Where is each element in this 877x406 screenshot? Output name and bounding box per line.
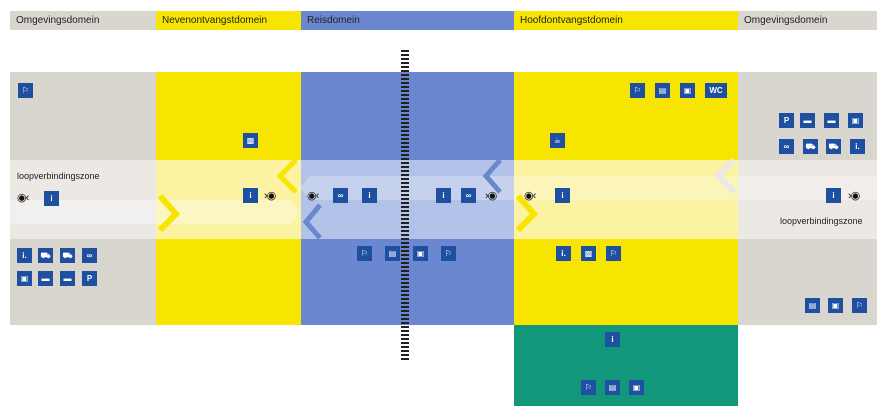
staff-info-icon: ⚐ — [630, 83, 645, 98]
info-desk-icon: i — [243, 188, 258, 203]
corridor-right — [738, 160, 877, 239]
toilet-icon: WC — [705, 83, 727, 98]
tram-icon: ▬ — [824, 113, 839, 128]
ticket-counter-icon: ⚐ — [606, 246, 621, 261]
band-main-entry-extension — [514, 325, 738, 406]
bicycle-icon: ∞ — [779, 139, 794, 154]
corridor-main — [514, 160, 738, 239]
chevron-travel-bottom — [302, 203, 322, 240]
luggage-icon: ▣ — [828, 298, 843, 313]
luggage-icon: ▣ — [680, 83, 695, 98]
sight-icon: ◉‹ — [17, 192, 29, 204]
arrow-left-flow — [300, 176, 877, 200]
staff-info-icon: ⚐ — [852, 298, 867, 313]
chevron-right — [713, 157, 737, 195]
info-desk-icon: i — [44, 191, 59, 206]
arrow-right-flow — [10, 200, 300, 224]
accessibility-icon: ∞ — [461, 188, 476, 203]
bus-icon: ▬ — [800, 113, 815, 128]
header-travel: Reisdomein — [301, 11, 514, 30]
sight-icon: ◉‹ — [524, 190, 536, 202]
info-icon: i. — [850, 139, 865, 154]
sight-icon: ›◉ — [848, 190, 860, 202]
info-desk-icon: i — [362, 188, 377, 203]
car-icon: ⛟ — [60, 248, 75, 263]
zone-label-left: loopverbindingszone — [17, 171, 100, 181]
luggage-icon: ▣ — [413, 246, 428, 261]
info-desk-icon: i — [436, 188, 451, 203]
shop-icon: ▤ — [655, 83, 670, 98]
taxi-icon: ⛟ — [38, 248, 53, 263]
info-desk-icon: i — [826, 188, 841, 203]
chevron-secondary — [157, 194, 181, 233]
car-icon: ⛟ — [803, 139, 818, 154]
shop-icon: ▤ — [605, 380, 620, 395]
sight-icon: ›◉ — [264, 190, 276, 202]
shop-icon: ▤ — [385, 246, 400, 261]
parking-icon: P — [779, 113, 794, 128]
tram-icon: ▬ — [38, 271, 53, 286]
ticket-machine-icon: ▩ — [581, 246, 596, 261]
metro-icon: ▣ — [848, 113, 863, 128]
header-right-surround: Omgevingsdomein — [738, 11, 877, 30]
info-desk-icon: i — [555, 188, 570, 203]
taxi-icon: ⛟ — [826, 139, 841, 154]
bus-icon: ▬ — [60, 271, 75, 286]
staff-info-icon: ⚐ — [581, 380, 596, 395]
accessibility-icon: ∞ — [333, 188, 348, 203]
header-secondary-entry: Nevenontvangstdomein — [156, 11, 301, 30]
zone-label-right: loopverbindingszone — [780, 216, 863, 226]
ticket-machine-icon: ▩ — [243, 133, 258, 148]
corridor-left — [10, 160, 156, 239]
header-left-surround: Omgevingsdomein — [10, 11, 156, 30]
staff-info-icon: ⚐ — [441, 246, 456, 261]
metro-icon: ▣ — [17, 271, 32, 286]
chevron-main — [515, 194, 539, 233]
sight-icon: ◉‹ — [307, 190, 319, 202]
chevron-travel-right — [482, 158, 502, 194]
staff-info-icon: ⚐ — [18, 83, 33, 98]
info-icon: i. — [556, 246, 571, 261]
chevron-travel-left — [276, 158, 298, 194]
sight-icon: ›◉ — [485, 190, 497, 202]
corridor-secondary — [156, 160, 301, 239]
staff-info-icon: ⚐ — [357, 246, 372, 261]
shop-icon: ▤ — [805, 298, 820, 313]
railway-track — [401, 50, 409, 360]
parking-icon: P — [82, 271, 97, 286]
header-main-entry: Hoofdontvangstdomein — [514, 11, 738, 30]
coffee-icon: ☕ — [550, 133, 565, 148]
info-icon: i. — [17, 248, 32, 263]
bicycle-icon: ∞ — [82, 248, 97, 263]
info-desk-icon: i — [605, 332, 620, 347]
luggage-icon: ▣ — [629, 380, 644, 395]
